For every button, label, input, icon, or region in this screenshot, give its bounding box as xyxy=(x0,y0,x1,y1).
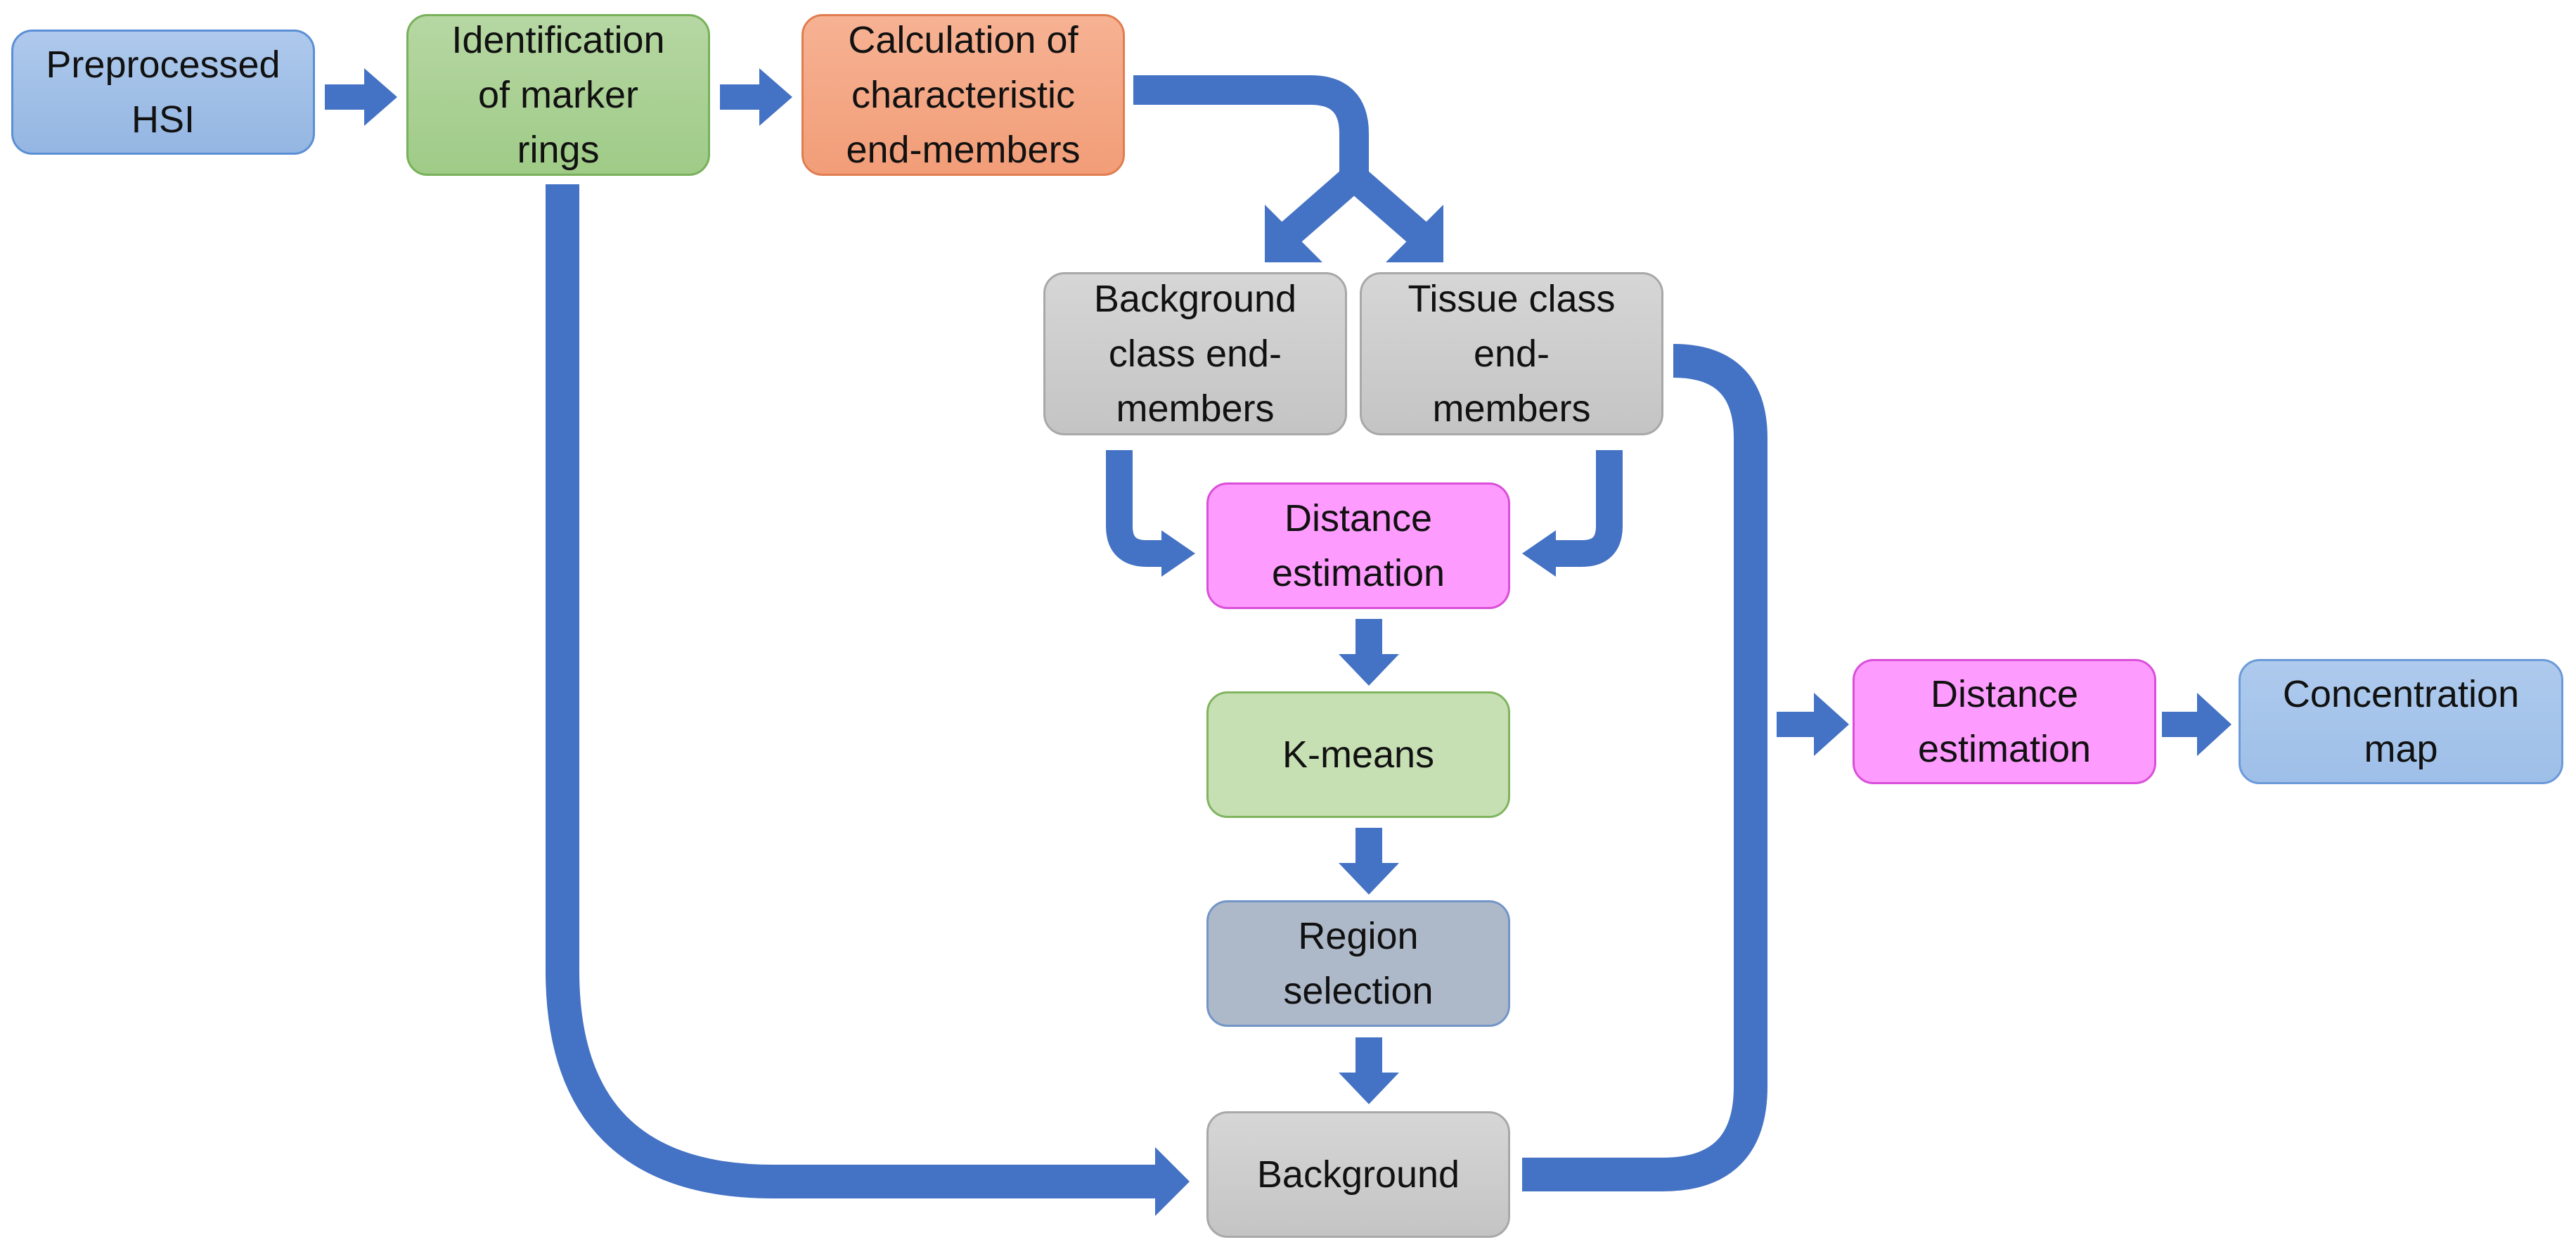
arrow-identification-to-background-head xyxy=(1155,1147,1190,1216)
arrow-identification-to-calculation xyxy=(720,68,792,126)
arrow-distance-2-to-concentration xyxy=(2162,693,2232,756)
arrow-tissue-class-to-distance-head xyxy=(1522,530,1556,577)
distance-estimation-box-1: Distance estimation xyxy=(1206,482,1510,609)
arrow-kmeans-to-region xyxy=(1339,828,1399,895)
calculation-endmembers-box: Calculation of characteristic end-member… xyxy=(801,14,1125,176)
identification-marker-rings-box: Identification of marker rings xyxy=(406,14,710,176)
arrow-background-class-to-distance xyxy=(1106,450,1161,567)
arrow-preprocessed-to-identification xyxy=(325,68,397,126)
arrow-tissue-class-to-background xyxy=(1522,344,1767,1191)
arrow-fork-right xyxy=(1344,166,1431,248)
region-selection-box: Region selection xyxy=(1206,900,1510,1027)
background-box: Background xyxy=(1206,1111,1510,1238)
arrow-to-distance-estimation-2 xyxy=(1777,693,1849,756)
arrow-fork-left xyxy=(1277,166,1364,248)
arrow-region-to-background xyxy=(1339,1037,1399,1104)
kmeans-box: K-means xyxy=(1206,691,1510,818)
tissue-class-endmembers-box: Tissue class end- members xyxy=(1360,272,1663,435)
arrow-background-class-to-distance-head xyxy=(1161,530,1195,577)
arrow-tissue-class-to-distance xyxy=(1556,450,1623,567)
arrow-identification-to-background xyxy=(546,184,1155,1198)
distance-estimation-box-2: Distance estimation xyxy=(1853,659,2156,784)
arrow-calculation-to-fork xyxy=(1133,75,1369,177)
concentration-map-box: Concentration map xyxy=(2239,659,2563,784)
preprocessed-hsi-box: Preprocessed HSI xyxy=(11,30,315,155)
background-class-endmembers-box: Background class end- members xyxy=(1043,272,1347,435)
arrow-distance-to-kmeans xyxy=(1339,619,1399,686)
